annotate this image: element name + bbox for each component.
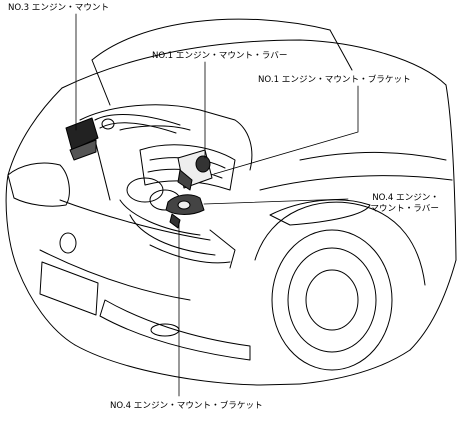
label-no4-rubber-line2: マウント・ラバー	[370, 204, 439, 214]
car-body	[5, 18, 457, 386]
label-no4-rubber-line1: NO.4 エンジン・	[372, 193, 439, 203]
label-no1-engine-mount-bracket: NO.1 エンジン・マウント・ブラケット	[258, 75, 411, 85]
leader-lines	[75, 13, 359, 397]
label-no3-engine-mount: NO.3 エンジン・マウント	[8, 3, 110, 13]
no1-engine-mount	[177, 149, 213, 191]
leader-no4-rubber	[203, 198, 349, 205]
engine-assembly	[79, 104, 253, 269]
no3-engine-mount	[65, 117, 99, 161]
label-no4-engine-mount-rubber: NO.4 エンジン・ マウント・ラバー	[370, 193, 439, 215]
no4-engine-mount	[165, 194, 205, 229]
label-no4-engine-mount-bracket: NO.4 エンジン・マウント・ブラケット	[110, 401, 263, 411]
leader-no1-bracket	[213, 85, 359, 175]
label-no1-engine-mount-rubber: NO.1 エンジン・マウント・ラバー	[152, 51, 288, 61]
